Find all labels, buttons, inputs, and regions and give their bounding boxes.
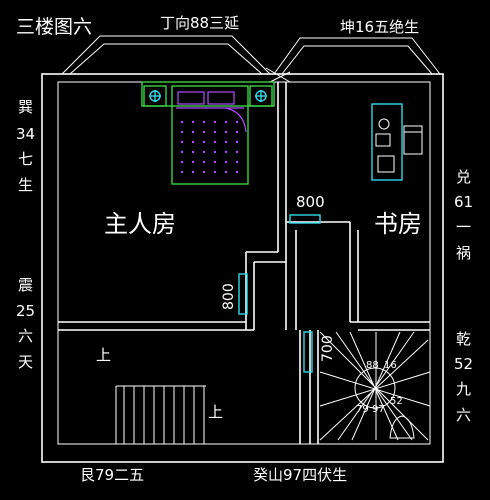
bed-dot (224, 160, 228, 164)
bed-dot (180, 140, 184, 144)
bed-dot (235, 140, 239, 144)
svg-text:一: 一 (456, 218, 471, 236)
label-bottom-left: 艮79二五 (80, 466, 144, 484)
bed-dots (180, 120, 239, 174)
svg-text:六: 六 (18, 327, 33, 345)
svg-text:79: 79 (356, 404, 369, 415)
bed-dot (180, 120, 184, 124)
room-label-master-bedroom: 主人房 (104, 210, 176, 238)
bed-dot (191, 130, 195, 134)
svg-text:祸: 祸 (456, 244, 471, 262)
svg-text:九: 九 (456, 380, 471, 398)
room-label-study: 书房 (374, 210, 422, 238)
bed-dot (180, 170, 184, 174)
nightstand-left (143, 85, 167, 107)
bed-dot (202, 140, 206, 144)
dimension-800-top: 800 (296, 193, 325, 211)
svg-text:52: 52 (454, 355, 473, 373)
study-walls (285, 221, 430, 331)
plan-title: 三楼图六 (16, 16, 92, 38)
bed-dot (224, 120, 228, 124)
label-top-right: 坤16五绝生 (340, 18, 419, 36)
label-bottom-center: 癸山97四伏生 (253, 466, 347, 484)
bed-dot (180, 130, 184, 134)
dimension-700: 700 (320, 335, 336, 362)
bed-dot (213, 140, 217, 144)
stair-up-label-2: 上 (208, 403, 223, 421)
bed-dot (191, 150, 195, 154)
svg-text:16: 16 (384, 360, 397, 371)
label-right-lower: 乾 52 九 六 (454, 330, 473, 424)
svg-text:巽: 巽 (18, 98, 33, 116)
label-left-lower: 震 25 六 天 (16, 276, 35, 371)
stair-up-label-1: 上 (96, 346, 111, 364)
bed-dot (213, 130, 217, 134)
compass-rose (319, 331, 431, 441)
bed (141, 81, 275, 185)
bed-dot (180, 150, 184, 154)
bed-dot (224, 130, 228, 134)
bed-dot (213, 120, 217, 124)
stair-treads (123, 386, 205, 444)
compass-numbers: 88 16 79 97 52 (356, 360, 403, 415)
svg-text:生: 生 (18, 176, 33, 194)
bed-dot (191, 140, 195, 144)
svg-text:61: 61 (454, 193, 473, 211)
svg-text:六: 六 (456, 406, 471, 424)
svg-text:25: 25 (16, 302, 35, 320)
nightstand-right (249, 85, 273, 107)
bed-dot (191, 170, 195, 174)
bed-dot (224, 170, 228, 174)
svg-text:88: 88 (366, 360, 379, 371)
svg-text:52: 52 (390, 396, 403, 407)
bed-dot (235, 150, 239, 154)
door-openings (238, 214, 321, 373)
bed-dot (235, 120, 239, 124)
label-top-center: 丁向88三延 (160, 14, 239, 32)
bed-dot (191, 120, 195, 124)
svg-text:34: 34 (16, 125, 35, 143)
bed-dot (202, 130, 206, 134)
label-left-upper: 巽 34 七 生 (16, 98, 35, 194)
stair-area-walls (299, 330, 319, 444)
bed-dot (224, 140, 228, 144)
bed-dot (235, 170, 239, 174)
staircase (115, 385, 206, 444)
svg-text:兑: 兑 (456, 168, 471, 186)
bed-dot (191, 160, 195, 164)
bed-dot (202, 150, 206, 154)
bed-dot (213, 170, 217, 174)
svg-text:乾: 乾 (456, 330, 471, 348)
master-bedroom-walls (58, 82, 287, 331)
desk (371, 103, 423, 181)
svg-text:七: 七 (18, 150, 33, 168)
bed-dot (235, 160, 239, 164)
svg-text:天: 天 (18, 353, 33, 371)
bed-dot (213, 150, 217, 154)
svg-text:震: 震 (18, 276, 33, 294)
svg-text:97: 97 (372, 404, 385, 415)
bed-dot (202, 170, 206, 174)
bed-dot (224, 150, 228, 154)
bed-dot (202, 160, 206, 164)
bed-dot (235, 130, 239, 134)
bed-dot (180, 160, 184, 164)
bay-windows (61, 35, 441, 83)
bed-dot (213, 160, 217, 164)
label-right-upper: 兑 61 一 祸 (454, 168, 473, 262)
bed-dot (202, 120, 206, 124)
dimension-800-left: 800 (221, 283, 237, 310)
